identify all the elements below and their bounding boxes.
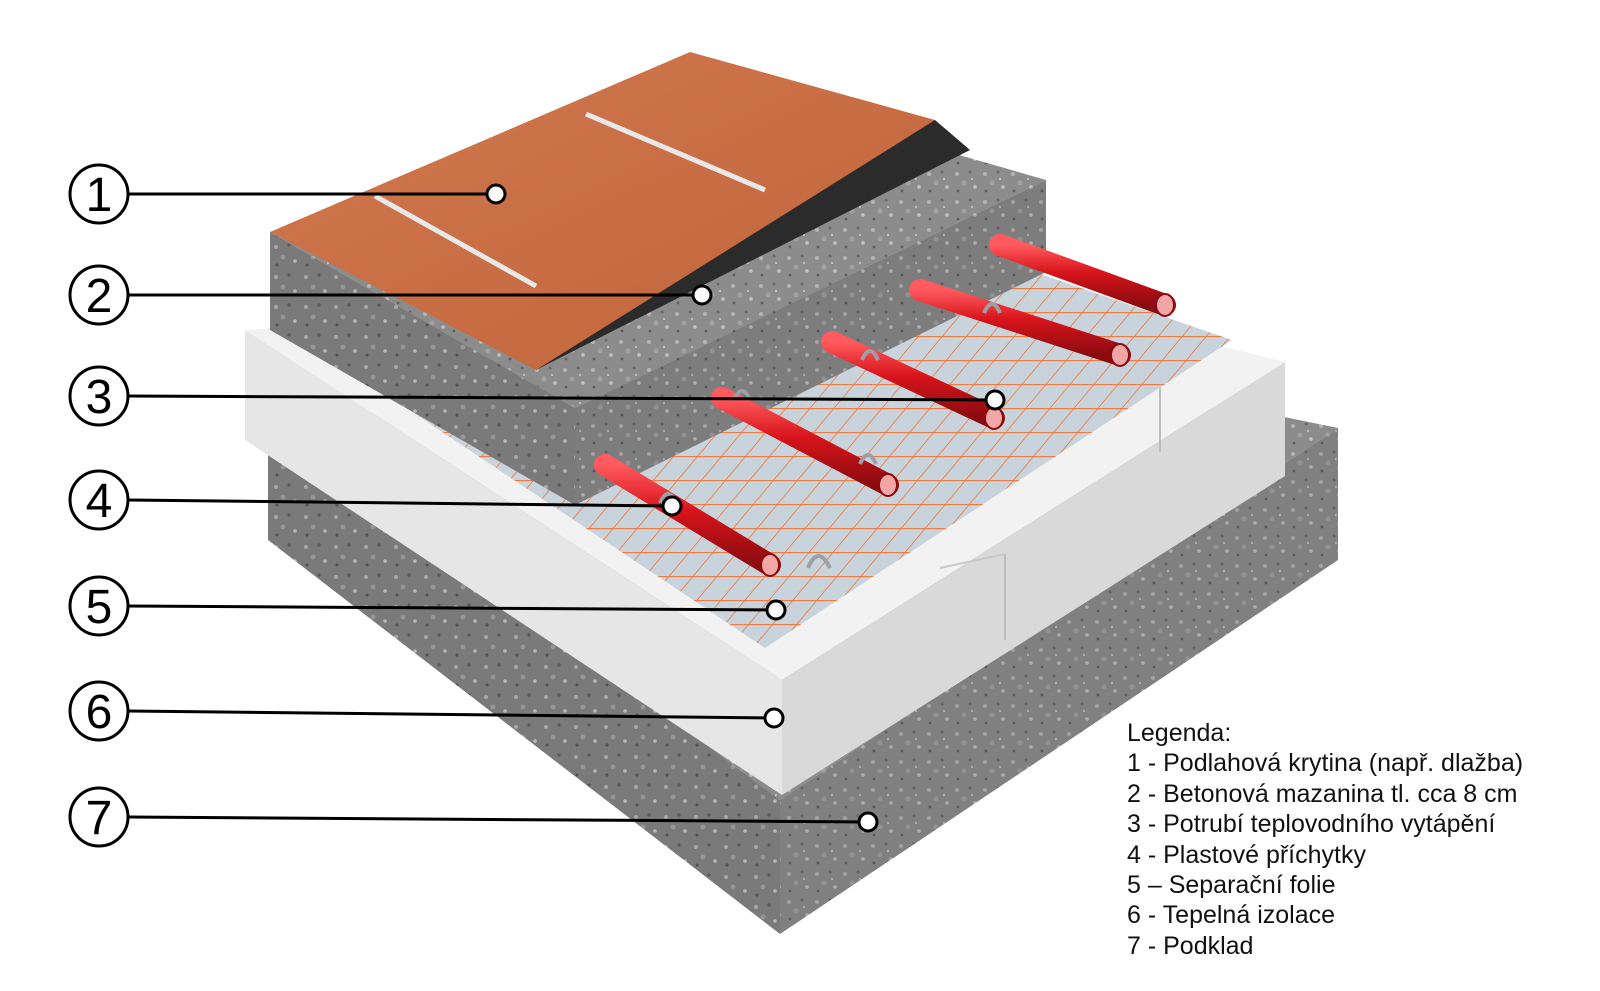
legend-item-6: 6 - Tepelná izolace bbox=[1127, 901, 1336, 930]
legend-item-4: 4 - Plastové příchytky bbox=[1127, 840, 1366, 869]
heating-pipe bbox=[909, 279, 1131, 367]
callout-badge-4: 4 bbox=[68, 469, 130, 531]
callout-number-3: 3 bbox=[86, 371, 113, 424]
callout-number-1: 1 bbox=[86, 169, 113, 222]
callout-badge-1: 1 bbox=[68, 163, 130, 225]
callout-leaders bbox=[127, 192, 996, 824]
legend-item-2: 2 - Betonová mazanina tl. cca 8 cm bbox=[1127, 779, 1518, 808]
plastic-clip bbox=[982, 302, 1002, 314]
callout-dot-2 bbox=[691, 284, 713, 306]
callout-dot-1 bbox=[485, 183, 507, 205]
callout-number-2: 2 bbox=[86, 270, 113, 323]
legend-item-7: 7 - Podklad bbox=[1127, 931, 1254, 960]
callout-badge-2: 2 bbox=[68, 264, 130, 326]
heating-pipe bbox=[594, 454, 781, 577]
layer-floor-tiles bbox=[270, 52, 935, 370]
legend-title: Legenda: bbox=[1127, 719, 1232, 747]
callout-dot-7 bbox=[857, 811, 879, 833]
callout-badge-6: 6 bbox=[68, 680, 130, 742]
heating-pipe bbox=[711, 387, 899, 497]
layer-heating-pipes bbox=[594, 234, 1176, 577]
heating-pipe bbox=[821, 331, 1005, 430]
callout-number-4: 4 bbox=[86, 475, 113, 528]
callout-dots bbox=[485, 183, 1006, 833]
legend-item-3: 3 - Potrubí teplovodního vytápění bbox=[1127, 810, 1496, 839]
callout-dot-5 bbox=[765, 599, 787, 621]
callout-number-6: 6 bbox=[86, 686, 113, 739]
legend: Legenda: 1 - Podlahová krytina (např. dl… bbox=[1127, 718, 1597, 961]
plastic-clip bbox=[806, 554, 832, 569]
callout-number-7: 7 bbox=[86, 792, 113, 845]
legend-item-1: 1 - Podlahová krytina (např. dlažba) bbox=[1127, 749, 1524, 778]
callout-badge-7: 7 bbox=[68, 786, 130, 848]
plastic-clip bbox=[860, 349, 880, 361]
callout-dot-3 bbox=[984, 389, 1006, 411]
callout-dot-6 bbox=[763, 707, 785, 729]
callout-badge-3: 3 bbox=[68, 365, 130, 427]
plastic-clip bbox=[858, 453, 878, 465]
callout-badge-5: 5 bbox=[68, 575, 130, 637]
callout-dot-4 bbox=[661, 495, 683, 517]
heating-pipe bbox=[989, 234, 1176, 317]
legend-item-5: 5 – Separační folie bbox=[1127, 871, 1336, 900]
callout-badges: 1 2 3 4 5 6 7 bbox=[68, 163, 130, 848]
callout-number-5: 5 bbox=[86, 581, 113, 634]
